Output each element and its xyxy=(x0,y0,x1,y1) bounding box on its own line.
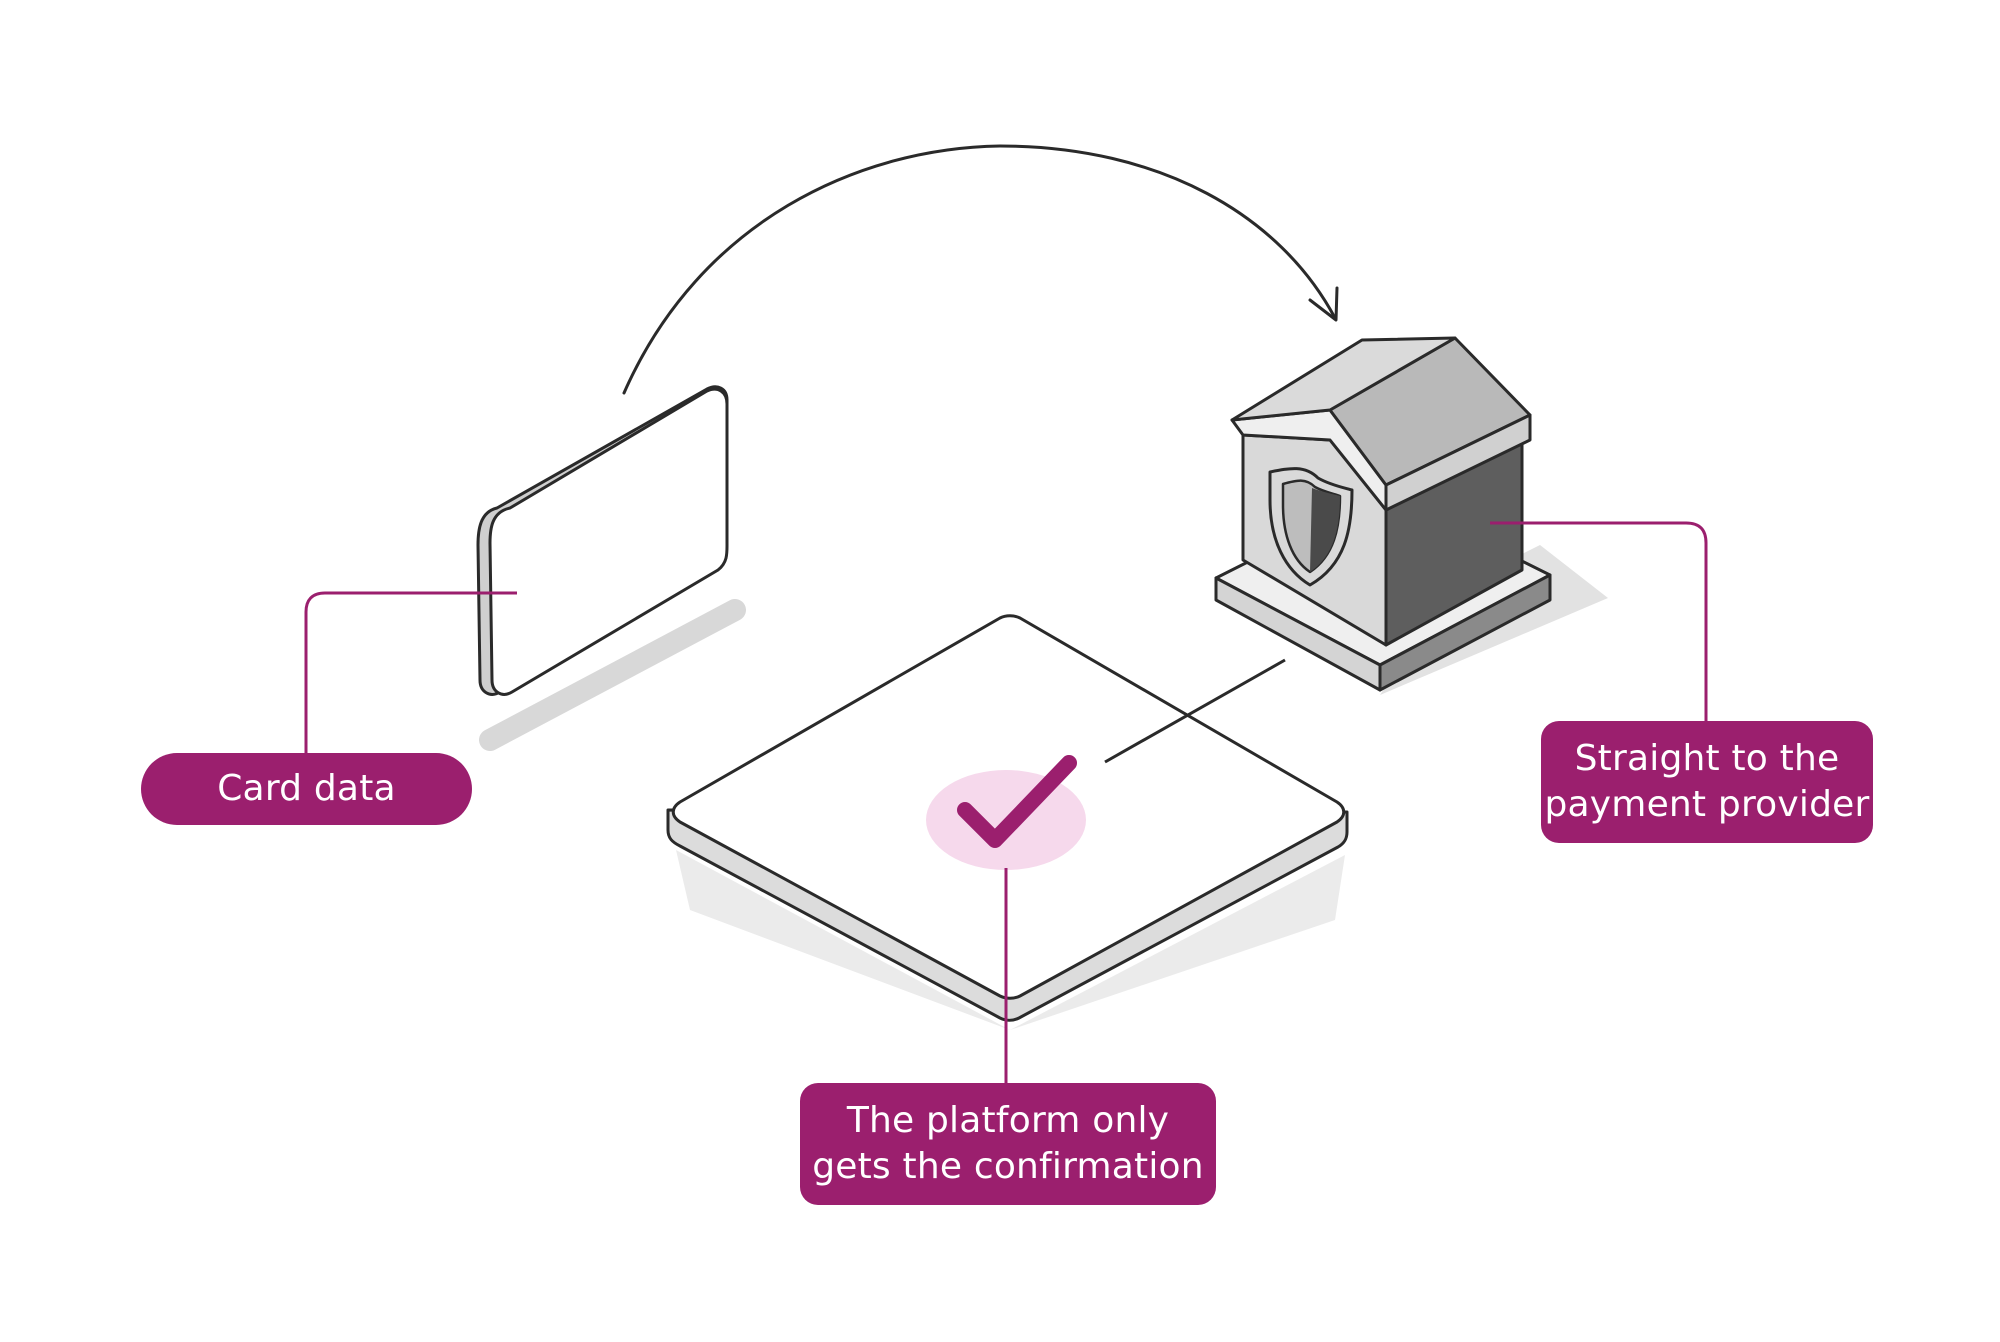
shield-icon xyxy=(1268,467,1354,587)
provider-callout-line xyxy=(1490,521,1708,721)
platform-confirmation-label: The platform only gets the confirmation xyxy=(800,1083,1216,1205)
card-icon xyxy=(476,385,729,696)
payment-provider-label: Straight to the payment provider xyxy=(1541,721,1873,843)
payment-provider-text-line2: payment provider xyxy=(1544,784,1870,825)
card-shadow xyxy=(479,599,746,751)
arrow-icon xyxy=(622,144,1339,395)
payment-provider-text-line1: Straight to the xyxy=(1574,738,1840,779)
platform-confirmation-text-line2: gets the confirmation xyxy=(812,1146,1204,1187)
platform-provider-connector xyxy=(1104,658,1286,764)
card-data-text: Card data xyxy=(217,768,396,809)
platform-confirmation-text-line1: The platform only xyxy=(846,1100,1170,1141)
card-data-callout-line xyxy=(304,591,517,753)
checkmark-icon xyxy=(926,755,1086,870)
platform-shadow xyxy=(676,850,1345,1030)
card-data-label: Card data xyxy=(141,753,472,825)
